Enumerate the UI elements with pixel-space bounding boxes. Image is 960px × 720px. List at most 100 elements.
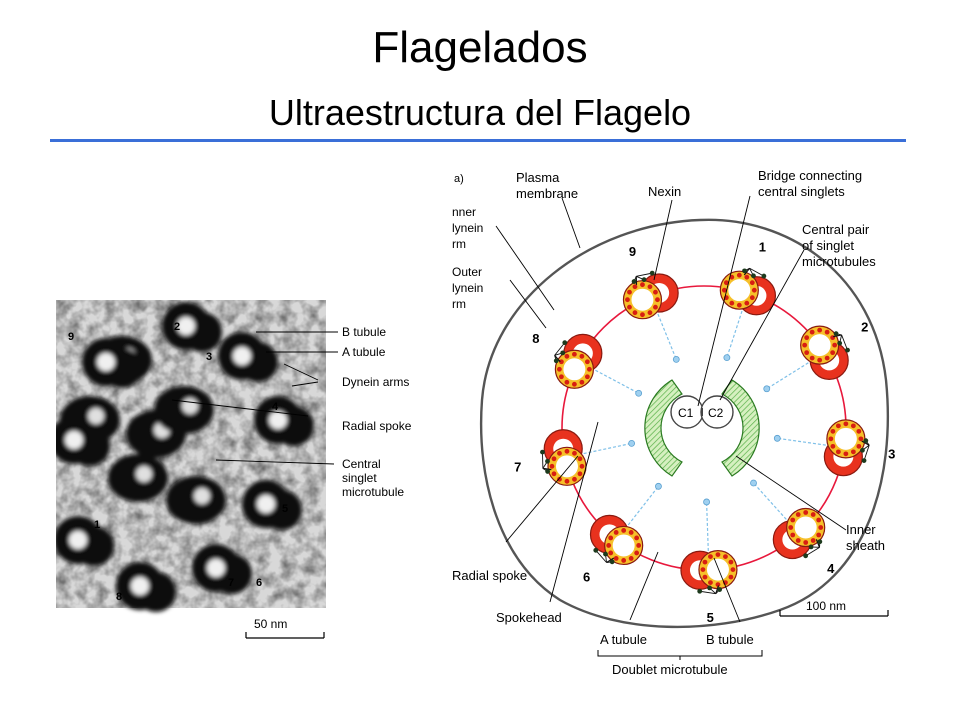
protofilament-dot	[810, 512, 816, 517]
protofilament-dot	[584, 374, 590, 380]
protofilament-dot	[627, 289, 632, 295]
micrograph-doublet	[56, 516, 114, 566]
protofilament-dot	[647, 310, 653, 316]
protofilament-dot	[702, 574, 708, 580]
panel-tag: a)	[454, 173, 464, 185]
label-inner-sheath-line1: Inner	[846, 522, 876, 537]
micrograph-doublet	[56, 416, 110, 466]
protofilament-dot	[810, 538, 816, 543]
protofilament-dot	[564, 353, 570, 359]
micrograph-doublet-number: 1	[94, 519, 100, 531]
a-tubule-lumen	[706, 558, 729, 581]
central-apparatus: C1 C2	[644, 379, 760, 477]
micrograph-doublet	[162, 302, 222, 352]
protofilament-dot	[809, 355, 815, 361]
protofilament-dot	[572, 476, 577, 482]
dynein-head	[641, 277, 647, 283]
protofilament-dot	[636, 543, 642, 548]
protofilament-dot	[790, 532, 796, 538]
protofilament-dot	[809, 329, 815, 335]
protofilament-dot	[608, 535, 614, 541]
dynein-head	[863, 438, 869, 444]
protofilament-dot	[632, 310, 638, 316]
protofilament-dot	[572, 450, 577, 456]
protofilament-dot	[628, 530, 634, 535]
protofilament-dot	[744, 274, 750, 280]
inner-sheath-left	[644, 379, 683, 477]
protofilament-dot	[830, 428, 836, 434]
dynein-head	[751, 273, 756, 279]
outer-dynein-arm	[861, 440, 870, 446]
protofilament-dot	[835, 423, 841, 429]
protofilament-dot	[817, 327, 823, 333]
a-tubule-lumen	[808, 334, 831, 357]
micrograph-doublet-number: 7	[228, 577, 234, 589]
protofilament-dot	[744, 300, 750, 306]
dynein-head	[707, 585, 712, 591]
protofilament-dot	[832, 342, 838, 348]
dynein-head	[540, 449, 545, 455]
protofilament-dot	[564, 478, 570, 484]
outer-doublets	[540, 267, 870, 595]
diagram-doublet-number: 6	[583, 570, 590, 585]
spokehead	[773, 434, 781, 442]
protofilament-dot	[559, 359, 564, 365]
dynein-head	[742, 268, 747, 274]
diagram-scale-bar: 100 nm	[779, 599, 889, 617]
dynein-head	[609, 559, 615, 565]
micrograph-doublet	[192, 544, 252, 594]
protofilament-dot	[625, 297, 630, 303]
micrograph-panel: B tubule A tubule Dynein arms Radial spo…	[56, 300, 412, 639]
dynein-head	[545, 458, 550, 464]
diagram-scale-label: 100 nm	[806, 599, 846, 613]
a-tubule-lumen	[728, 279, 751, 302]
protofilament-dot	[721, 287, 727, 293]
diagram-doublet-number: 2	[861, 319, 868, 334]
label-b-tubule: B tubule	[342, 325, 386, 339]
micrograph-blob	[166, 476, 226, 524]
label-plasma-membrane-line1: Plasma	[516, 170, 560, 185]
radial-spoke	[705, 501, 710, 556]
protofilament-dot	[608, 550, 614, 556]
central-bridge	[701, 408, 703, 416]
protofilament-dot	[564, 379, 570, 385]
micrograph-doublet-number: 2	[174, 321, 180, 333]
label-inner-dynein-line2: lynein	[452, 221, 483, 235]
label-central-pair-line3: microtubules	[802, 254, 876, 269]
protofilament-dot	[818, 525, 824, 530]
outer-doublet	[719, 267, 777, 316]
spokehead	[655, 482, 662, 490]
diagram-doublet-number: 8	[532, 331, 539, 346]
inner-sheath-right	[721, 379, 760, 477]
protofilament-dot	[613, 556, 619, 561]
label-bridge-line2: central singlets	[758, 184, 845, 199]
label-outer-dynein-line2: lynein	[452, 281, 483, 295]
label-central-pair-line1: Central pair	[802, 222, 870, 237]
protofilament-dot	[824, 329, 830, 335]
protofilament-dot	[830, 350, 836, 356]
micrograph-scale-label: 50 nm	[254, 617, 287, 631]
outer-dynein-arm	[715, 585, 720, 594]
protofilament-dot	[647, 284, 653, 290]
protofilament-dot	[749, 280, 755, 286]
protofilament-dot	[708, 554, 713, 560]
dynein-head	[845, 347, 850, 353]
label-radial-spoke: Radial spoke	[452, 568, 527, 583]
a-tubule-lumen	[555, 455, 578, 478]
protofilament-dot	[803, 540, 809, 545]
protofilament-dot	[634, 535, 640, 541]
protofilament-dot	[728, 574, 734, 580]
protofilament-dot	[843, 421, 849, 427]
protofilament-dot	[749, 295, 755, 301]
label-dynein-arms: Dynein arms	[342, 375, 409, 389]
protofilament-dot	[817, 357, 823, 363]
radial-spoke	[578, 442, 632, 456]
micrograph-doublets	[56, 302, 314, 612]
outer-doublet	[589, 514, 644, 566]
protofilament-dot	[634, 550, 640, 556]
label-a-tubule: A tubule	[342, 345, 386, 359]
micrograph-scale-bar: 50 nm	[245, 617, 325, 639]
micrograph-doublet-number: 4	[272, 401, 279, 413]
spokehead	[763, 385, 771, 393]
